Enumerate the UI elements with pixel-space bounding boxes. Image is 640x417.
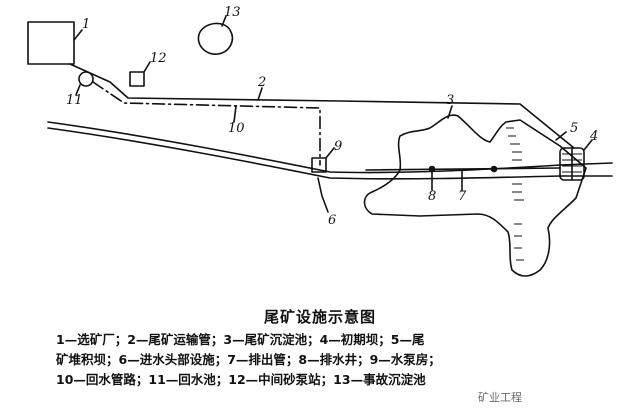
watermark: 矿业工程 — [474, 388, 526, 406]
drainage-well-2 — [490, 165, 498, 173]
legend: 1—选矿厂；2—尾矿运输管；3—尾矿沉淀池；4—初期坝；5—尾 矿堆积坝；6—进… — [56, 330, 596, 390]
label-13: 13 — [224, 5, 241, 20]
tailings-pipeline — [69, 63, 575, 149]
water-pump-house — [311, 157, 327, 173]
label-8: 8 — [428, 189, 436, 204]
label-6: 6 — [328, 213, 336, 228]
diagram-title: 尾矿设施示意图 — [263, 308, 376, 326]
legend-line-3: 10—回水管路；11—回水池；12—中间砂泵站；13—事故沉淀池 — [56, 372, 426, 387]
label-5: 5 — [570, 121, 578, 136]
label-3: 3 — [446, 93, 454, 108]
emergency-pond — [197, 22, 234, 55]
river-bank-lower — [47, 127, 613, 180]
label-12: 12 — [150, 51, 167, 66]
pump-station-12 — [129, 71, 145, 87]
intake-facility — [317, 177, 329, 213]
tailings-facility-diagram: 1 2 3 4 5 6 7 8 9 10 11 12 13 — [27, 5, 613, 277]
discharge-pipe — [365, 167, 561, 171]
return-water-pipe — [92, 81, 321, 166]
return-water-pond — [78, 71, 94, 87]
label-9: 9 — [334, 139, 342, 154]
concentrator-plant — [27, 21, 75, 65]
river-bank-upper — [47, 121, 613, 174]
label-1: 1 — [82, 17, 90, 32]
label-11: 11 — [66, 93, 83, 108]
tailings-pond — [363, 114, 587, 277]
label-7: 7 — [458, 189, 467, 204]
label-4: 4 — [589, 129, 598, 144]
label-10: 10 — [228, 121, 245, 136]
legend-line-2: 矿堆积坝；6—进水头部设施；7—排出管；8—排水井；9—水泵房； — [56, 352, 441, 367]
legend-line-1: 1—选矿厂；2—尾矿运输管；3—尾矿沉淀池；4—初期坝；5—尾 — [56, 332, 425, 347]
label-2: 2 — [257, 75, 266, 90]
